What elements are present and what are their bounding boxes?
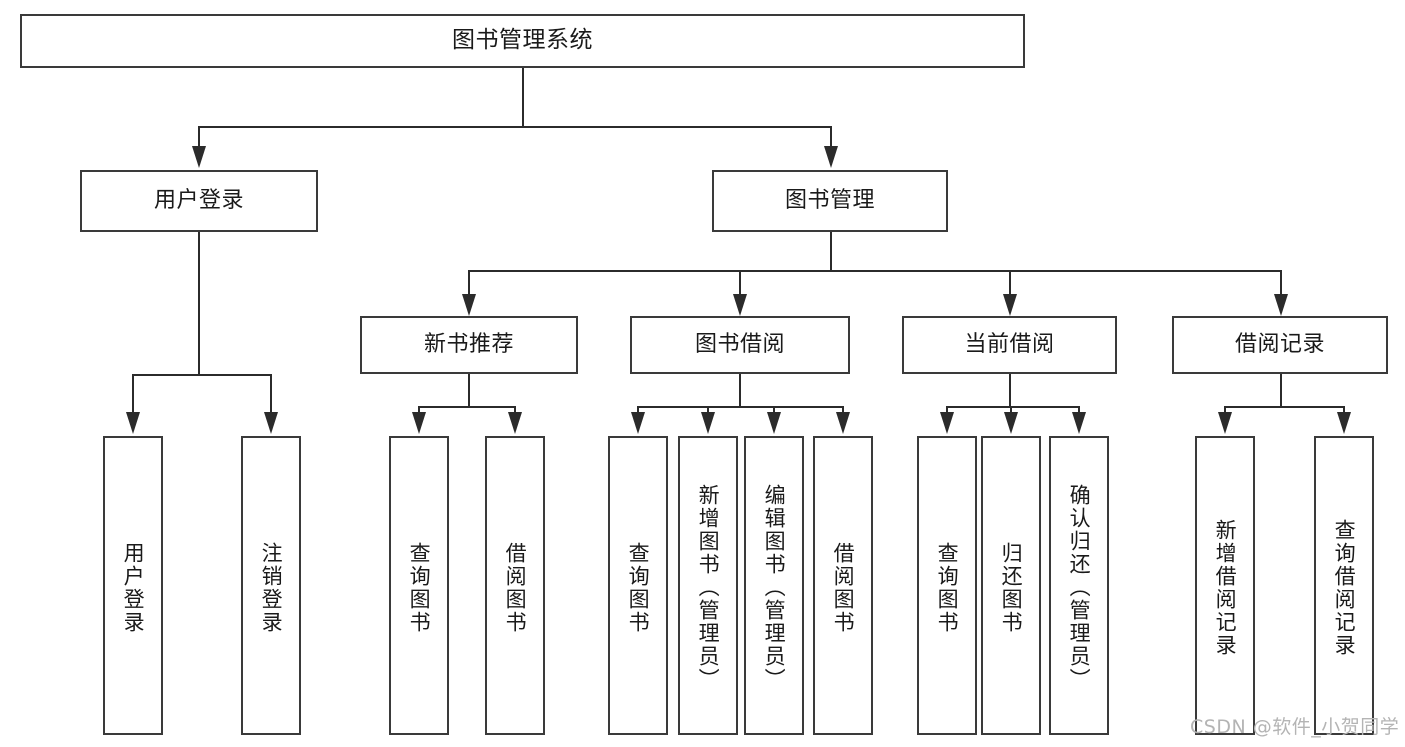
node-root-book-management-system[interactable]: 图书管理系统	[20, 14, 1025, 68]
arrowhead-book-borrow-leaf-0	[631, 412, 645, 434]
connector-new-book-stem	[468, 374, 470, 406]
leaf-label: 查询图书	[407, 541, 432, 634]
node-new-book-recommend[interactable]: 新书推荐	[360, 316, 578, 374]
arrowhead-bm-borrow-record	[1274, 294, 1288, 316]
leaf-label: 确认归还（管理员）	[1067, 484, 1092, 691]
arrowhead-book-borrow-leaf-1	[701, 412, 715, 434]
connector-bm-to-borrow-record	[1280, 270, 1282, 296]
leaf-label: 借阅图书	[831, 541, 856, 634]
node-current-borrow[interactable]: 当前借阅	[902, 316, 1117, 374]
connector-current-borrow-stem	[1009, 374, 1011, 406]
leaf-new-book-recommend-1[interactable]: 借阅图书	[485, 436, 545, 735]
arrowhead-new-book-leaf-0	[412, 412, 426, 434]
arrowhead-user-login-leaf-0	[126, 412, 140, 434]
connector-bm-to-current-borrow	[1009, 270, 1011, 296]
connector-book-management-bus	[468, 270, 1280, 272]
connector-bm-to-book-borrow	[739, 270, 741, 296]
leaf-book-borrow-1[interactable]: 新增图书（管理员）	[678, 436, 738, 735]
leaf-current-borrow-2[interactable]: 确认归还（管理员）	[1049, 436, 1109, 735]
connector-root-bus	[198, 126, 832, 128]
leaf-label: 归还图书	[999, 541, 1024, 634]
node-label: 图书管理	[784, 187, 875, 213]
arrowhead-bm-new-book	[462, 294, 476, 316]
arrowhead-root-to-book-management	[824, 146, 838, 168]
connector-book-borrow-stem	[739, 374, 741, 406]
arrowhead-bm-current-borrow	[1003, 294, 1017, 316]
node-label: 用户登录	[153, 187, 244, 213]
leaf-book-borrow-0[interactable]: 查询图书	[608, 436, 668, 735]
arrowhead-new-book-leaf-1	[508, 412, 522, 434]
leaf-label: 借阅图书	[503, 541, 528, 634]
arrowhead-current-borrow-leaf-0	[940, 412, 954, 434]
leaf-label: 用户登录	[121, 541, 146, 634]
node-label: 图书借阅	[694, 331, 785, 357]
node-book-management[interactable]: 图书管理	[712, 170, 948, 232]
leaf-label: 编辑图书（管理员）	[762, 484, 787, 691]
arrowhead-borrow-record-leaf-0	[1218, 412, 1232, 434]
arrowhead-book-borrow-leaf-2	[767, 412, 781, 434]
leaf-current-borrow-0[interactable]: 查询图书	[917, 436, 977, 735]
connector-bm-to-new-book	[468, 270, 470, 296]
connector-borrow-record-bus	[1224, 406, 1343, 408]
connector-current-borrow-bus	[946, 406, 1078, 408]
node-label: 图书管理系统	[452, 27, 593, 54]
leaf-user-login-1[interactable]: 注销登录	[241, 436, 301, 735]
connector-borrow-record-stem	[1280, 374, 1282, 406]
connector-root-stem	[522, 68, 524, 126]
connector-new-book-bus	[418, 406, 514, 408]
leaf-new-book-recommend-0[interactable]: 查询图书	[389, 436, 449, 735]
leaf-label: 新增借阅记录	[1213, 518, 1238, 657]
connector-book-management-stem	[830, 232, 832, 270]
arrowhead-book-borrow-leaf-3	[836, 412, 850, 434]
leaf-borrow-record-1[interactable]: 查询借阅记录	[1314, 436, 1374, 735]
arrowhead-current-borrow-leaf-2	[1072, 412, 1086, 434]
leaf-label: 查询借阅记录	[1332, 518, 1357, 657]
node-label: 新书推荐	[423, 331, 514, 357]
leaf-label: 查询图书	[626, 541, 651, 634]
arrowhead-current-borrow-leaf-1	[1004, 412, 1018, 434]
node-borrow-record[interactable]: 借阅记录	[1172, 316, 1388, 374]
leaf-current-borrow-1[interactable]: 归还图书	[981, 436, 1041, 735]
arrowhead-root-to-user-login	[192, 146, 206, 168]
node-label: 借阅记录	[1234, 331, 1325, 357]
arrowhead-user-login-leaf-1	[264, 412, 278, 434]
connector-user-login-bus	[132, 374, 270, 376]
leaf-label: 查询图书	[935, 541, 960, 634]
leaf-book-borrow-3[interactable]: 借阅图书	[813, 436, 873, 735]
connector-root-to-book-management	[830, 126, 832, 148]
connector-book-borrow-bus	[637, 406, 842, 408]
leaf-borrow-record-0[interactable]: 新增借阅记录	[1195, 436, 1255, 735]
arrowhead-bm-book-borrow	[733, 294, 747, 316]
connector-user-login-to-leaf-1	[270, 374, 272, 414]
node-user-login[interactable]: 用户登录	[80, 170, 318, 232]
connector-user-login-stem	[198, 232, 200, 374]
connector-user-login-to-leaf-0	[132, 374, 134, 414]
node-label: 当前借阅	[964, 331, 1055, 357]
connector-root-to-user-login	[198, 126, 200, 148]
leaf-label: 新增图书（管理员）	[696, 484, 721, 691]
leaf-label: 注销登录	[259, 541, 284, 634]
arrowhead-borrow-record-leaf-1	[1337, 412, 1351, 434]
leaf-user-login-0[interactable]: 用户登录	[103, 436, 163, 735]
leaf-book-borrow-2[interactable]: 编辑图书（管理员）	[744, 436, 804, 735]
node-book-borrow[interactable]: 图书借阅	[630, 316, 850, 374]
watermark-csdn: CSDN @软件_小贺同学	[1190, 716, 1400, 738]
